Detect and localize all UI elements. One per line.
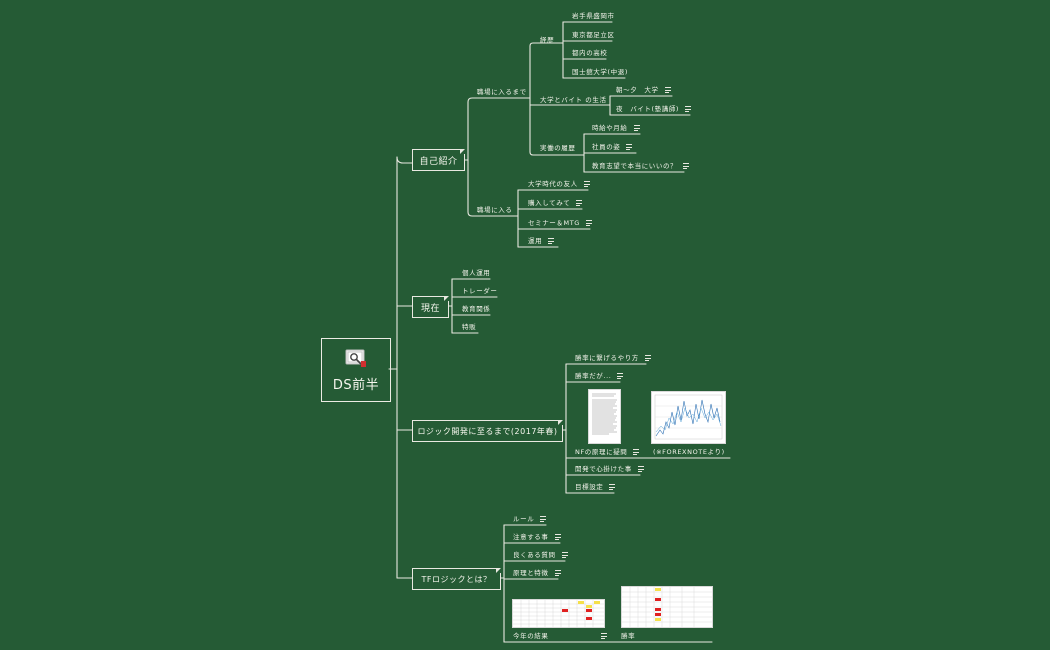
tf-win-rate[interactable]: 勝率 (621, 632, 636, 640)
branch-logic-dev[interactable]: ロジック開発に至るまで(2017年春) (412, 420, 563, 442)
note-icon (626, 143, 633, 151)
branch-now-label: 現在 (420, 303, 440, 314)
note-icon (644, 354, 651, 362)
tf-this-year-label: 今年の結果 (513, 632, 549, 641)
note-icon (540, 515, 547, 523)
tf-item[interactable]: 注意する事 (513, 533, 561, 542)
note-icon (554, 533, 561, 541)
branch-now[interactable]: 現在 (412, 296, 449, 318)
note-icon (609, 483, 616, 491)
win-rate-spreadsheet-image (622, 587, 712, 627)
student-life-item[interactable]: 夜 バイト(塾講師) (616, 105, 692, 114)
tf-this-year[interactable]: 今年の結果 (513, 632, 607, 641)
logic-item[interactable]: 勝率に繋げるやり方 (575, 354, 651, 363)
note-icon (576, 199, 583, 207)
note-icon (637, 465, 644, 473)
enter-job-item-label: 大学時代の友人 (528, 180, 578, 189)
student-life-item-label: 夜 バイト(塾講師) (616, 105, 680, 114)
topic-before-job[interactable]: 職場に入るまで (477, 88, 527, 96)
logic-item-label: 勝率に繋げるやり方 (575, 354, 639, 363)
topic-enter-job[interactable]: 職場に入る (477, 206, 513, 214)
enter-job-item[interactable]: 大学時代の友人 (528, 180, 590, 189)
enter-job-item[interactable]: セミナー＆MTG (528, 219, 592, 228)
branch-self-intro-label: 自己紹介 (419, 156, 458, 167)
logic-item[interactable]: 開発で心掛けた事 (575, 465, 644, 474)
results-spreadsheet-image (513, 600, 604, 627)
enter-job-item-label: 運用 (528, 237, 543, 246)
topic-work-exp[interactable]: 実働の履歴 (540, 144, 576, 152)
work-exp-item-label: 社員の姿 (592, 143, 621, 152)
note-icon (664, 86, 671, 94)
root-topic[interactable]: DS前半 (321, 338, 391, 402)
career-item[interactable]: 国士舘大学(中退) (572, 68, 628, 76)
now-item[interactable]: トレーダー (462, 287, 498, 295)
student-life-item-label: 朝～夕 大学 (616, 86, 659, 95)
forex-chart-thumbnail[interactable] (651, 391, 726, 444)
win-rate-spreadsheet-thumbnail[interactable] (621, 586, 713, 628)
note-icon (683, 162, 690, 170)
enter-job-item[interactable]: 購入してみて (528, 199, 583, 208)
note-icon (617, 372, 624, 380)
branch-self-intro[interactable]: 自己紹介 (412, 149, 465, 171)
root-title: DS前半 (332, 377, 380, 393)
branch-tf-logic-label: TFロジックとは？ (421, 574, 492, 584)
work-exp-item[interactable]: 時給や月給 (592, 124, 640, 133)
logic-item-label: 勝率だが... (575, 372, 612, 381)
note-icon (633, 124, 640, 132)
topic-student-life[interactable]: 大学とバイト の生活 (540, 96, 607, 104)
now-item[interactable]: 教育関係 (462, 305, 491, 313)
enter-job-item-label: 購入してみて (528, 199, 571, 208)
note-icon (561, 551, 568, 559)
note-icon (548, 237, 555, 245)
nf-doubt-item[interactable]: NFの原理に疑問 (575, 448, 640, 457)
note-icon (554, 569, 561, 577)
document-text-lines (592, 393, 617, 435)
work-exp-item-label: 時給や月給 (592, 124, 628, 133)
work-exp-item-label: 教育志望で本当にいいの？ (592, 162, 678, 171)
forex-caption: (※FOREXNOTEより) (653, 448, 725, 456)
career-item[interactable]: 東京都足立区 (572, 31, 615, 39)
nf-doubt-label: NFの原理に疑問 (575, 448, 628, 457)
results-spreadsheet-thumbnail[interactable] (512, 599, 605, 628)
tf-item[interactable]: ルール (513, 515, 547, 524)
logic-item-label: 開発で心掛けた事 (575, 465, 632, 474)
note-icon (685, 105, 692, 113)
enter-job-item[interactable]: 運用 (528, 237, 555, 246)
topic-career[interactable]: 経歴 (540, 36, 555, 44)
document-thumbnail[interactable] (588, 389, 621, 444)
branch-logic-dev-label: ロジック開発に至るまで(2017年春) (417, 426, 558, 436)
work-exp-item[interactable]: 社員の姿 (592, 143, 633, 152)
now-item[interactable]: 特販 (462, 323, 477, 331)
note-icon (600, 632, 607, 640)
tf-item-label: 原理と特徴 (513, 569, 549, 578)
tf-item-label: ルール (513, 515, 535, 524)
tf-item[interactable]: 原理と特徴 (513, 569, 561, 578)
note-icon (585, 219, 592, 227)
forex-chart-image (654, 394, 723, 440)
enter-job-item-label: セミナー＆MTG (528, 219, 580, 228)
work-exp-item[interactable]: 教育志望で本当にいいの？ (592, 162, 690, 171)
logic-item[interactable]: 勝率だが... (575, 372, 624, 381)
student-life-item[interactable]: 朝～夕 大学 (616, 86, 671, 95)
tf-item[interactable]: 良くある質問 (513, 551, 568, 560)
logic-item[interactable]: 目標設定 (575, 483, 616, 492)
branch-tf-logic[interactable]: TFロジックとは？ (412, 568, 501, 590)
note-icon (583, 180, 590, 188)
logic-item-label: 目標設定 (575, 483, 604, 492)
career-item[interactable]: 都内の高校 (572, 49, 608, 57)
note-icon (633, 448, 640, 456)
now-item[interactable]: 個人運用 (462, 269, 491, 277)
tf-item-label: 良くある質問 (513, 551, 556, 560)
tf-item-label: 注意する事 (513, 533, 549, 542)
book-icon (345, 349, 366, 367)
career-item[interactable]: 岩手県盛岡市 (572, 12, 615, 20)
